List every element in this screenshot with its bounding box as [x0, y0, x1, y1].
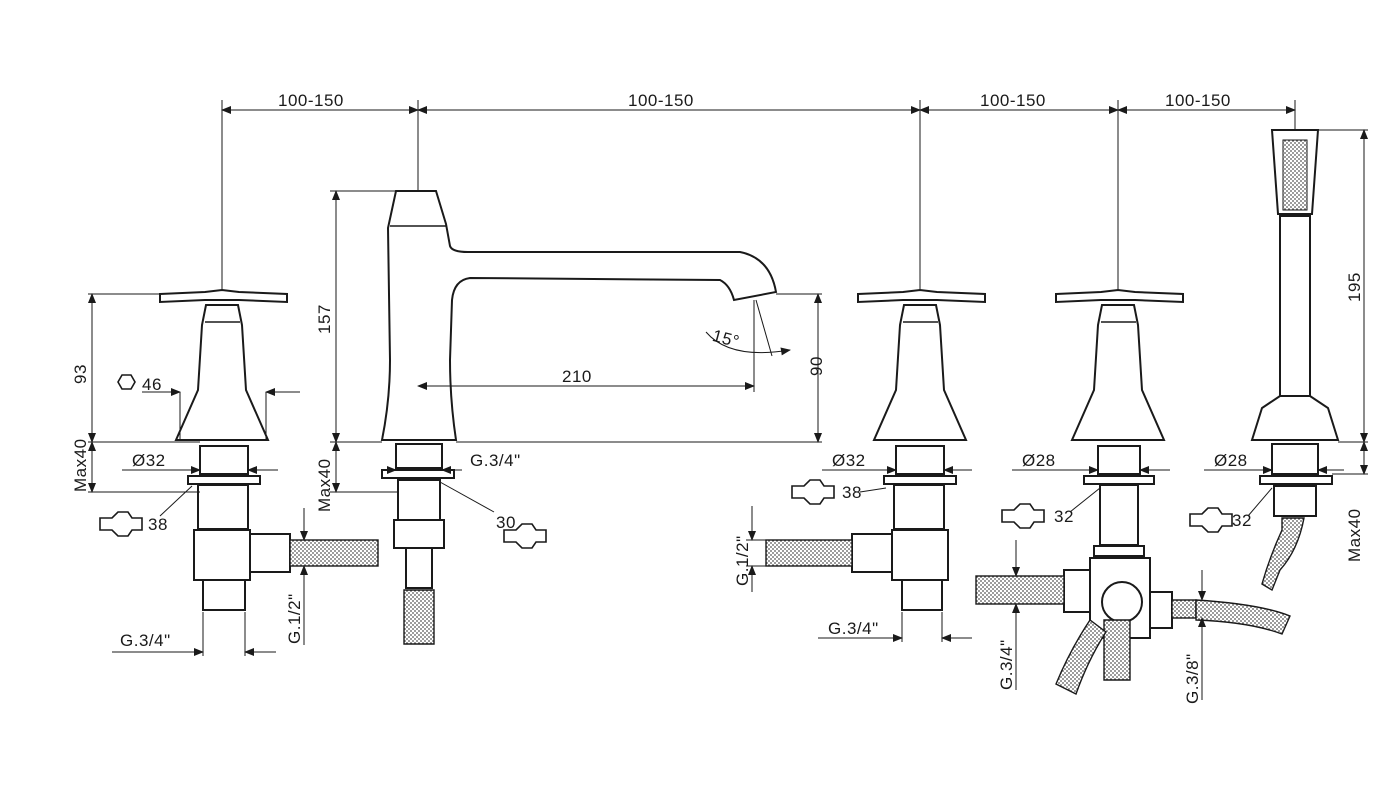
spray-face	[1282, 139, 1308, 211]
wrench-icon	[1001, 503, 1045, 529]
dia-32-right-label: Ø32	[832, 451, 866, 470]
left-outlet-thread-label: G.3/4"	[120, 631, 171, 650]
handle-height-label: 93	[71, 364, 90, 384]
spacing-label-3: 100-150	[980, 91, 1046, 110]
dia-28-mid-label: Ø28	[1022, 451, 1056, 470]
right-outlet-thread-label: G.3/4"	[828, 619, 879, 638]
hex-size-label: 46	[142, 375, 162, 394]
diverter-valve	[975, 288, 1291, 695]
wrench-32-mid-label: 32	[1054, 507, 1074, 526]
spout-thread-label: G.3/4"	[470, 451, 521, 470]
hand-shower-dimensions: 195 Max40 Ø28 32	[1189, 129, 1368, 562]
spout	[380, 190, 778, 645]
left-valve-dimensions: 93 Max40 46 Ø32 38 G.3/4" G.1/2"	[71, 293, 308, 656]
outlet-height-label: 90	[807, 356, 826, 376]
right-inlet-thread-label: G.1/2"	[733, 535, 752, 586]
spout-reach-label: 210	[562, 367, 592, 386]
spout-angle-label: 15°	[710, 326, 741, 351]
spacing-label-1: 100-150	[278, 91, 344, 110]
dia-28-right-label: Ø28	[1214, 451, 1248, 470]
left-valve	[159, 288, 379, 611]
handshower-height-label: 195	[1345, 272, 1364, 302]
dia-32-left-label: Ø32	[132, 451, 166, 470]
spout-height-label: 157	[315, 304, 334, 334]
right-valve-dimensions: Ø32 38 G.1/2" G.3/4"	[733, 451, 972, 642]
max-deck-label-3: Max40	[1345, 508, 1364, 562]
right-valve	[765, 288, 986, 611]
diverter-thread-a-label: G.3/4"	[997, 639, 1016, 690]
wrench-icon	[1189, 507, 1233, 533]
wrench-38-right-label: 38	[842, 483, 862, 502]
spacing-label-4: 100-150	[1165, 91, 1231, 110]
hand-shower	[1250, 129, 1340, 592]
wrench-icon	[99, 511, 143, 537]
hex-nut-icon	[117, 374, 136, 390]
spacing-dimensions: 100-150 100-150 100-150 100-150	[221, 91, 1296, 440]
max-deck-label-2: Max40	[315, 458, 334, 512]
left-inlet-thread-label: G.1/2"	[285, 593, 304, 644]
diverter-thread-b-label: G.3/8"	[1183, 653, 1202, 704]
max-deck-label-1: Max40	[71, 438, 90, 492]
diverter-dimensions: Ø28 32 G.3/4" G.3/8"	[997, 451, 1206, 704]
wrench-icon	[503, 523, 547, 549]
wrench-30-label: 30	[496, 513, 516, 532]
wrench-icon	[791, 479, 835, 505]
wrench-38-left-label: 38	[148, 515, 168, 534]
wrench-32-right-label: 32	[1232, 511, 1252, 530]
spacing-label-2: 100-150	[628, 91, 694, 110]
